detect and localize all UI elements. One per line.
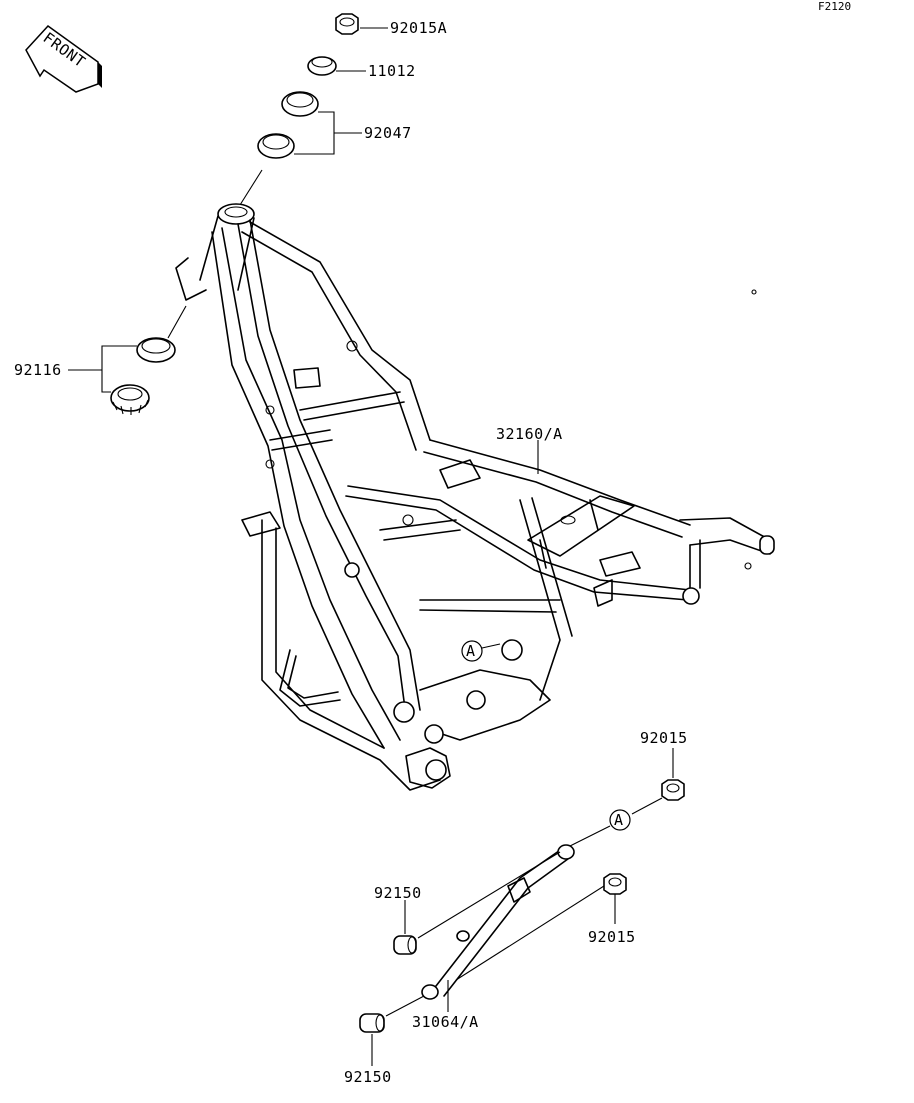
reference-mark-a-frame <box>461 640 501 662</box>
callout-92150-lower: 92150 <box>344 1068 392 1086</box>
callout-92116: 92116 <box>14 361 62 379</box>
figure-code: F2120 <box>818 0 851 13</box>
nut-92015-upper <box>631 748 685 815</box>
nut-92015a <box>335 13 388 35</box>
bearing-92116 <box>68 305 187 415</box>
nut-92015-lower <box>455 873 627 981</box>
front-direction-arrow: FRONT <box>25 25 102 93</box>
callout-92047: 92047 <box>364 124 412 142</box>
callout-92015-upper: 92015 <box>640 729 688 747</box>
frame-32160 <box>175 203 775 791</box>
callout-92015-lower: 92015 <box>588 928 636 946</box>
bearing-race-92047 <box>239 91 362 206</box>
washer-11012 <box>307 56 366 76</box>
collar-92150-upper <box>393 851 561 955</box>
callout-92015a: 92015A <box>390 19 447 37</box>
callout-32160a: 32160/A <box>496 425 563 443</box>
reference-mark-a-frame-label: A <box>466 642 476 660</box>
collar-92150-lower <box>359 995 425 1066</box>
reference-mark-a-brace-label: A <box>614 811 624 829</box>
callout-11012: 11012 <box>368 62 416 80</box>
brace-31064 <box>421 844 575 1012</box>
reference-mark-a-brace <box>565 809 631 849</box>
callout-31064a: 31064/A <box>412 1013 479 1031</box>
callout-92150-upper: 92150 <box>374 884 422 902</box>
